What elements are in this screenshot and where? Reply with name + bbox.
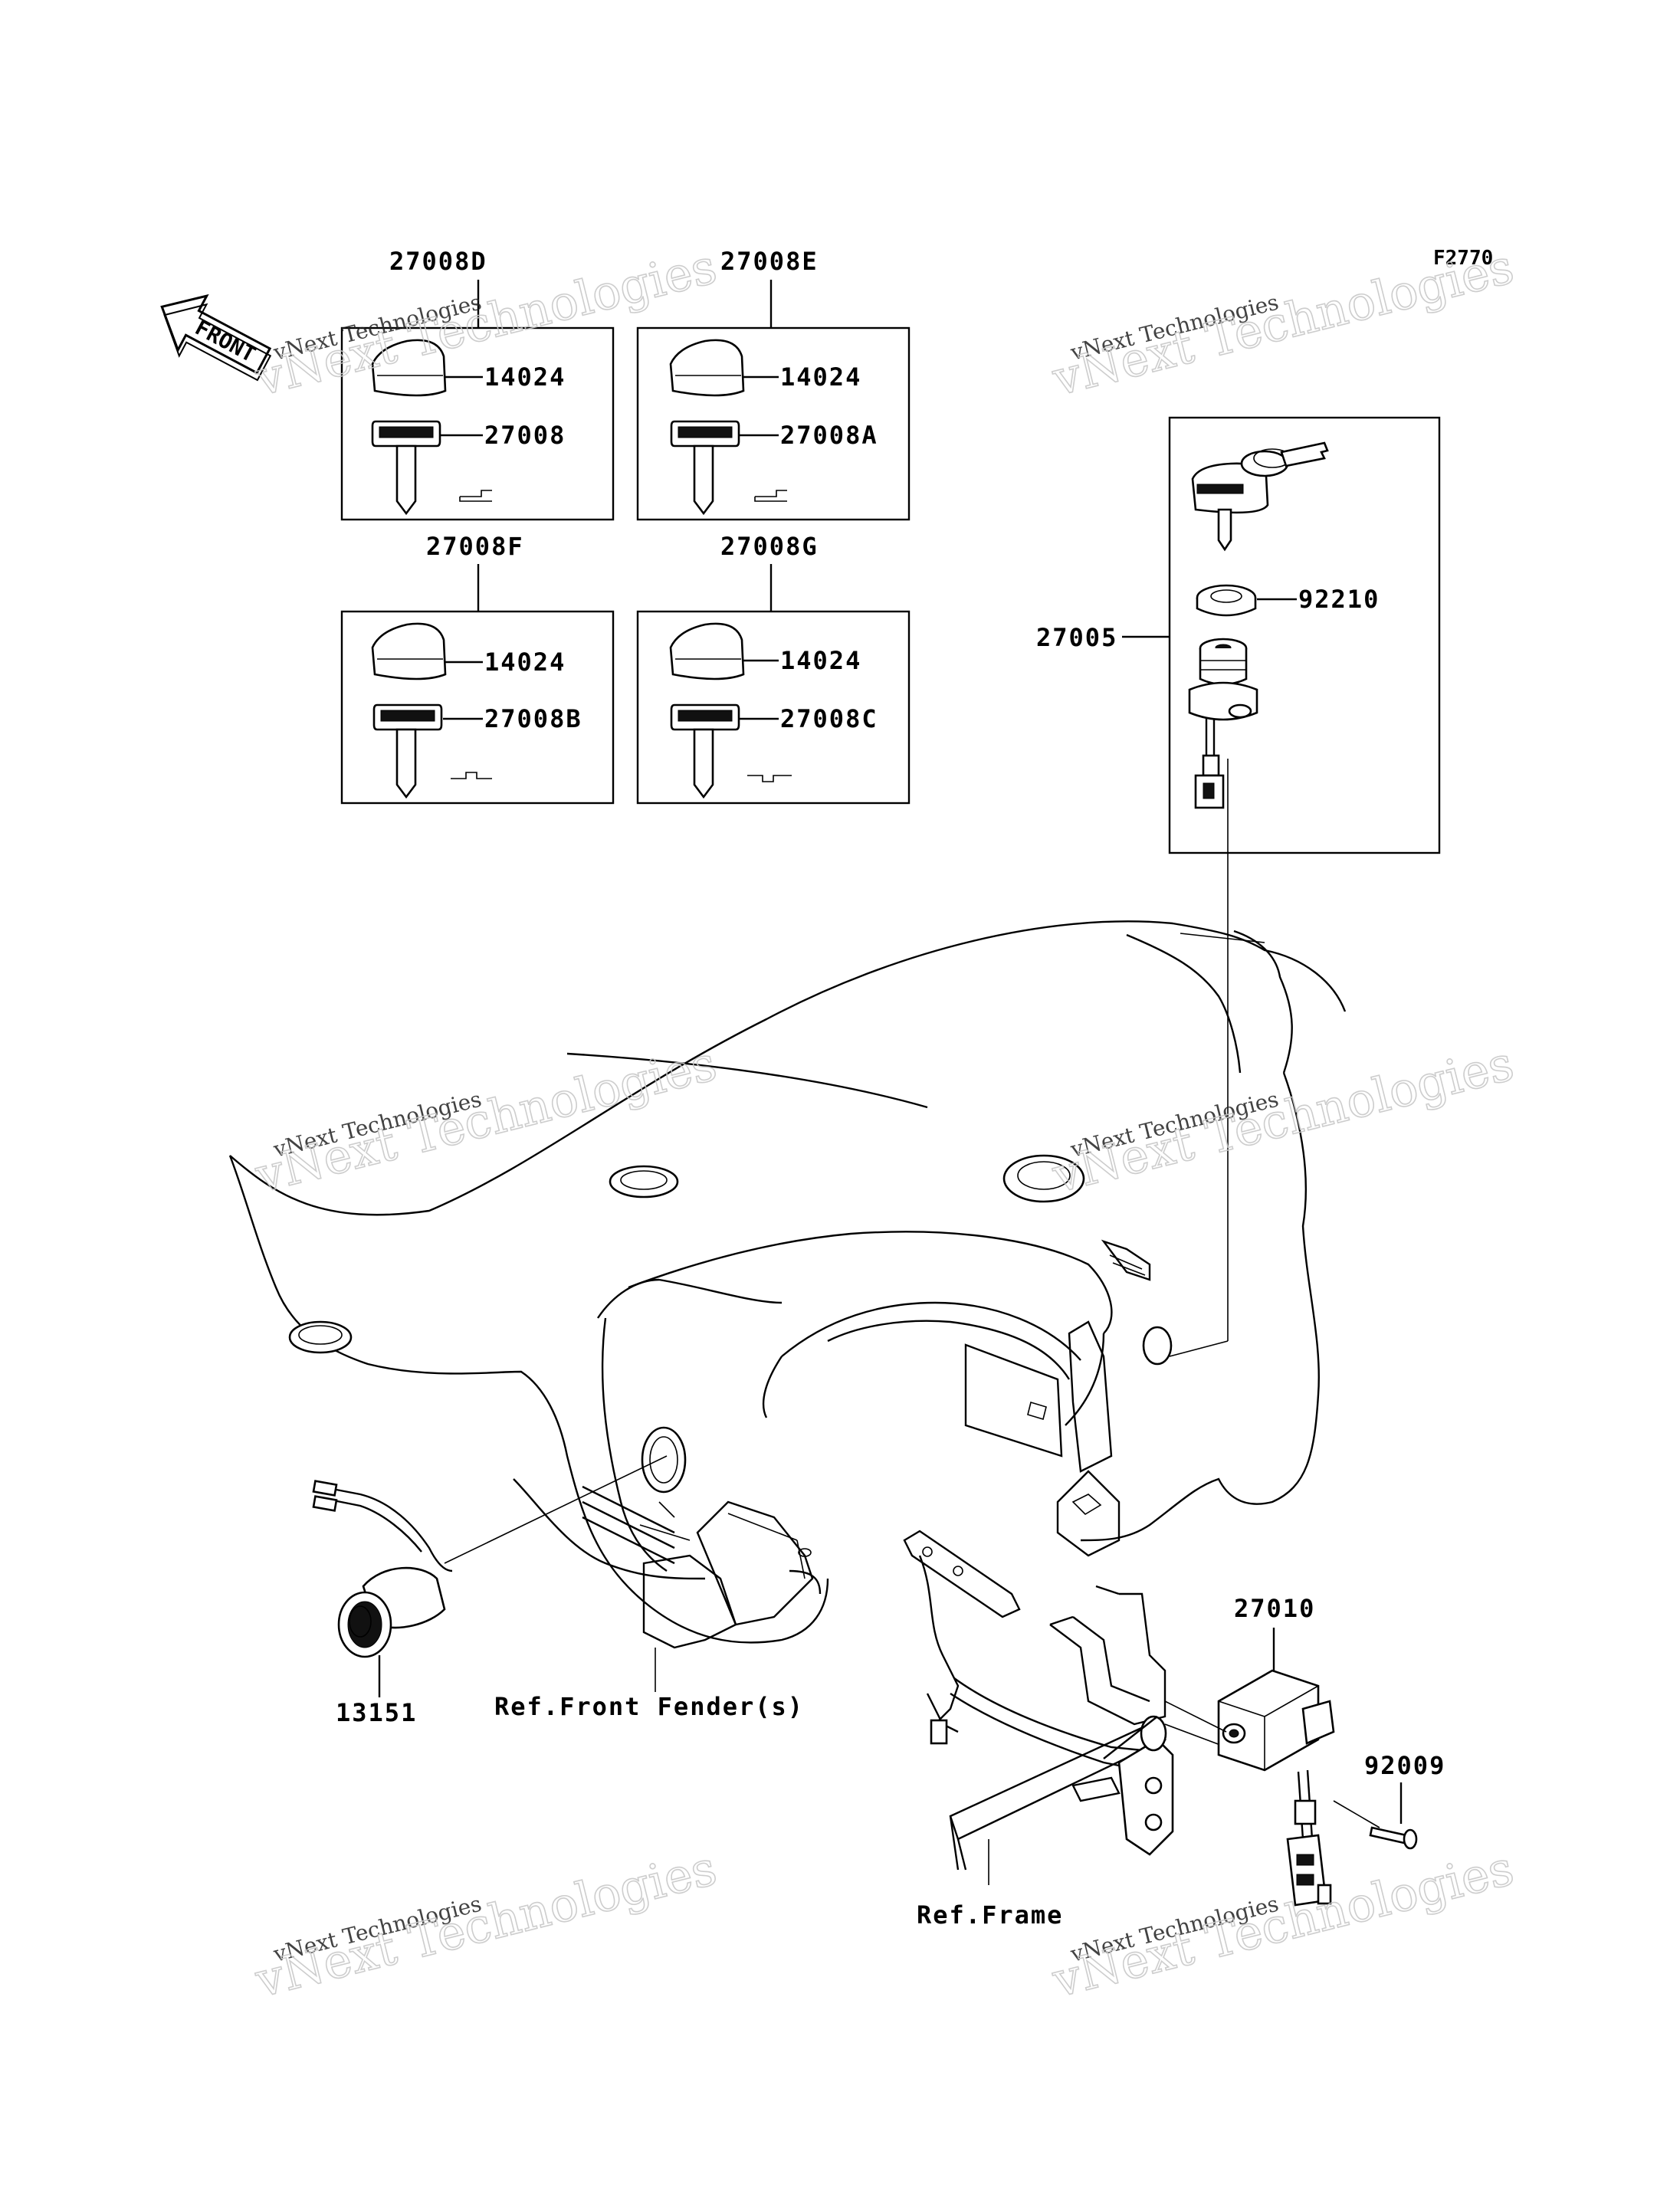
relay-27010: 27010 xyxy=(1164,1594,1335,1907)
callout-14024-f: 14024 xyxy=(484,648,566,677)
kit-27008F: 27008F 14024 27008B xyxy=(340,532,615,805)
figure-id: F2770 xyxy=(1433,247,1493,270)
socket-13151: 13151 xyxy=(312,1455,668,1727)
watermark-line2: vNext Technologies xyxy=(1047,238,1519,407)
frame-bracket xyxy=(903,1530,1227,1871)
callout-27008C: 27008C xyxy=(780,704,878,733)
callout-14024-d: 14024 xyxy=(484,362,566,392)
callout-27008G: 27008G xyxy=(720,532,819,561)
watermark-line2: vNext Technologies xyxy=(1047,1840,1519,2008)
callout-92210: 92210 xyxy=(1298,585,1380,614)
kit-27008E: 27008E 14024 27008A xyxy=(636,247,911,521)
callout-13151: 13151 xyxy=(336,1698,417,1727)
callout-27005: 27005 xyxy=(1036,623,1117,652)
watermark: vNext Technologies vNext Technologies xyxy=(1046,1035,1520,1205)
screw-92009: 92009 xyxy=(1333,1751,1445,1850)
switch-assembly-27005: 27005 92210 xyxy=(1036,416,1441,854)
kit-27008G: 27008G 14024 27008C xyxy=(636,532,911,805)
kit-27008D: 27008D 14024 27008 xyxy=(340,247,615,521)
callout-27008: 27008 xyxy=(484,421,566,450)
watermark-line2: vNext Technologies xyxy=(1047,1035,1519,1204)
front-fender-body xyxy=(228,920,1347,1649)
watermark: vNext Technologies vNext Technologies xyxy=(249,1839,723,2009)
callout-27008B: 27008B xyxy=(484,704,582,733)
callout-27008F: 27008F xyxy=(426,532,524,561)
callout-14024-e: 14024 xyxy=(780,362,861,392)
callout-27008A: 27008A xyxy=(780,421,878,450)
watermark: vNext Technologies vNext Technologies xyxy=(1046,238,1520,408)
watermark-line2: vNext Technologies xyxy=(250,1840,722,2008)
front-arrow-icon: FRONT xyxy=(160,293,272,382)
callout-14024-g: 14024 xyxy=(780,646,861,675)
callout-27008E: 27008E xyxy=(720,247,819,276)
callout-92009: 92009 xyxy=(1364,1751,1445,1780)
callout-27008D: 27008D xyxy=(389,247,487,276)
ref-frame: Ref.Frame xyxy=(917,1900,1063,1930)
ref-front-fender: Ref.Front Fender(s) xyxy=(494,1692,804,1721)
front-arrow-label: FRONT xyxy=(191,315,260,368)
callout-27010: 27010 xyxy=(1234,1594,1315,1623)
watermark: vNext Technologies vNext Technologies xyxy=(1046,1839,1520,2009)
